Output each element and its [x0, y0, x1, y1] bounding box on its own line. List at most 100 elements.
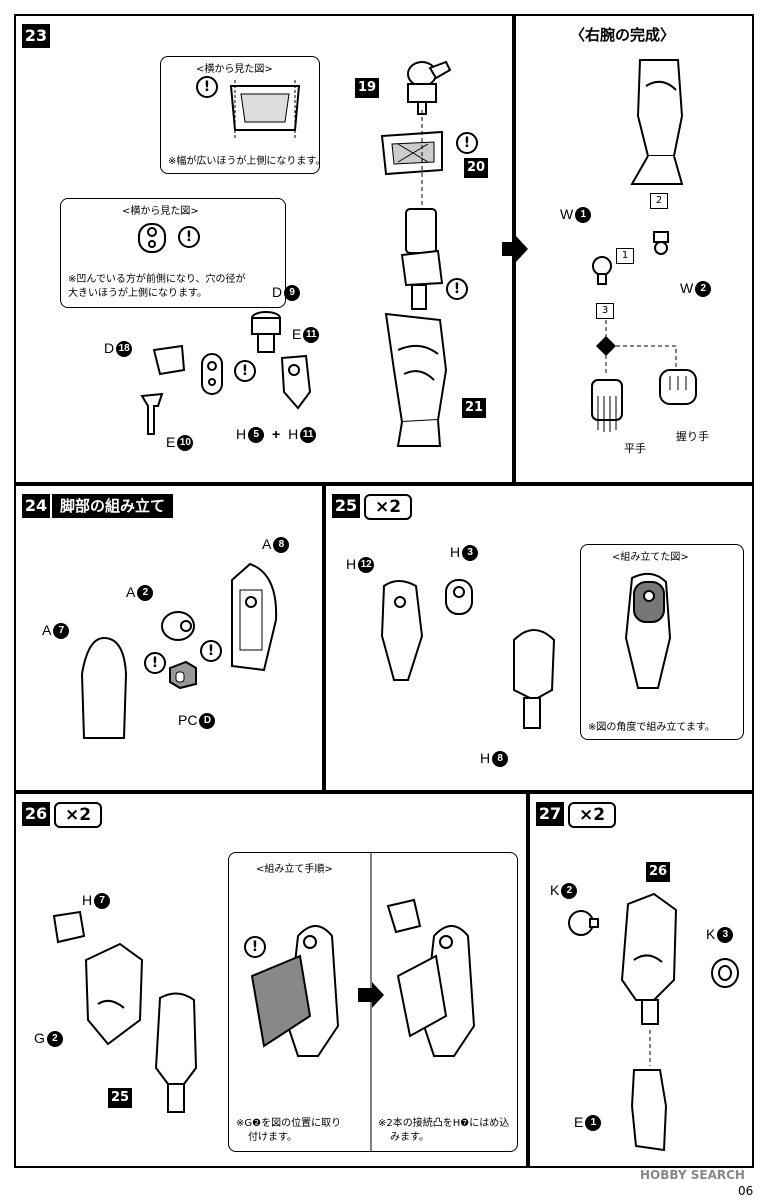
assembled-view-callout: [580, 544, 744, 740]
side-view-callout-2-title: <横から見た図>: [122, 206, 199, 217]
step-25-number: 25: [332, 494, 360, 518]
part-20-tag: 20: [464, 158, 488, 178]
part-d18: [152, 344, 186, 376]
part-19-tag: 19: [355, 78, 379, 98]
side-view-part-drawing: [229, 80, 301, 138]
warning-icon: !: [144, 652, 166, 674]
warning-icon: !: [178, 226, 200, 248]
side-view-note: ※幅が広いほうが上側になります。: [168, 156, 326, 167]
leg-assembly-26: [620, 892, 678, 1025]
step-marker-2: 2: [650, 193, 668, 209]
step-24-number: 24: [22, 494, 50, 518]
bracket-part-drawing: [138, 223, 166, 253]
warning-icon: !: [200, 640, 222, 662]
part-d9: [251, 311, 281, 353]
fist-hand-label: 握り手: [676, 431, 709, 443]
flat-hand-part: [591, 379, 623, 432]
callout-2-note-line2: 大きいほうが上側になります。: [68, 288, 207, 299]
leg-shell-inner: [231, 562, 278, 672]
warning-icon: !: [196, 76, 218, 98]
page-number: 06: [738, 1184, 754, 1198]
procedure-step1-drawing: [250, 925, 340, 1057]
part-e1: [630, 1069, 668, 1152]
pc-joint-part: [169, 660, 197, 690]
ball-part-a2: [161, 611, 195, 641]
step-26-times: ×2: [54, 802, 102, 828]
leg-assembly-25: [154, 992, 198, 1113]
part-k2: [568, 910, 599, 936]
assembly-procedure-title: <組み立て手順>: [256, 864, 333, 875]
forearm-part: [384, 312, 448, 447]
upper-arm-part: [400, 208, 444, 310]
assembled-view-note: ※図の角度で組み立てます。: [588, 722, 715, 733]
procedure-step2-drawing: [386, 898, 476, 1057]
step-27-number: 27: [536, 802, 564, 826]
completed-arm-drawing: [630, 59, 684, 185]
step-25-times: ×2: [364, 494, 412, 520]
side-view-callout: [160, 56, 320, 174]
leg-shell-outer: [80, 636, 128, 739]
step-26-number: 26: [22, 802, 50, 826]
assembly-26-tag: 26: [646, 862, 670, 882]
assembly-arrow: [502, 236, 528, 262]
callout-2-note-line1: ※凹んでいる方が前側になり、穴の径が: [68, 274, 246, 285]
part-e11: [280, 354, 312, 410]
step-27-times: ×2: [568, 802, 616, 828]
step-marker-1: 1: [616, 248, 634, 264]
procedure-note-left-1: ※G❷を図の位置に取り: [236, 1118, 342, 1129]
warning-icon: !: [234, 360, 256, 382]
part-h7: [52, 910, 86, 944]
part-h5-h11: [201, 353, 223, 395]
side-view-callout-title: <横から見た図>: [196, 64, 273, 75]
part-h3: [445, 579, 473, 615]
procedure-arrow: [358, 982, 384, 1008]
wrist-joint-part: [592, 256, 612, 285]
elbow-joint-part: [407, 60, 452, 115]
procedure-note-left-2: 付けます。: [248, 1132, 297, 1143]
part-g2-assembly: [84, 942, 144, 1046]
warning-icon: !: [446, 278, 468, 300]
part-k3: [711, 958, 739, 988]
part-e10: [140, 392, 164, 435]
procedure-note-right-2: みます。: [390, 1132, 429, 1143]
step-24-title: 脚部の組み立て: [52, 494, 174, 518]
right-arm-complete-panel: [514, 14, 754, 484]
part-21-tag: 21: [462, 398, 486, 418]
warning-icon: !: [244, 936, 266, 958]
wrist-connector-part: [653, 231, 669, 255]
procedure-note-right-1: ※2本の接続凸をH❼にはめ込: [378, 1118, 510, 1129]
hand-swap-arrows: [596, 320, 677, 376]
assembled-view-title: <組み立てた図>: [612, 552, 689, 563]
assembled-view-drawing: [624, 572, 672, 689]
step-marker-3: 3: [596, 303, 614, 319]
part-h8: [513, 629, 556, 729]
assembly-25-tag: 25: [108, 1088, 132, 1108]
dashed-guide: [649, 1030, 651, 1066]
step-23-number: 23: [22, 24, 50, 48]
band-part-20: [380, 130, 443, 176]
part-h12: [380, 580, 424, 681]
right-arm-complete-title: 〈右腕の完成〉: [570, 27, 676, 44]
side-view-callout-2: [60, 198, 286, 308]
fist-hand-part: [659, 369, 697, 405]
warning-icon: !: [456, 132, 478, 154]
